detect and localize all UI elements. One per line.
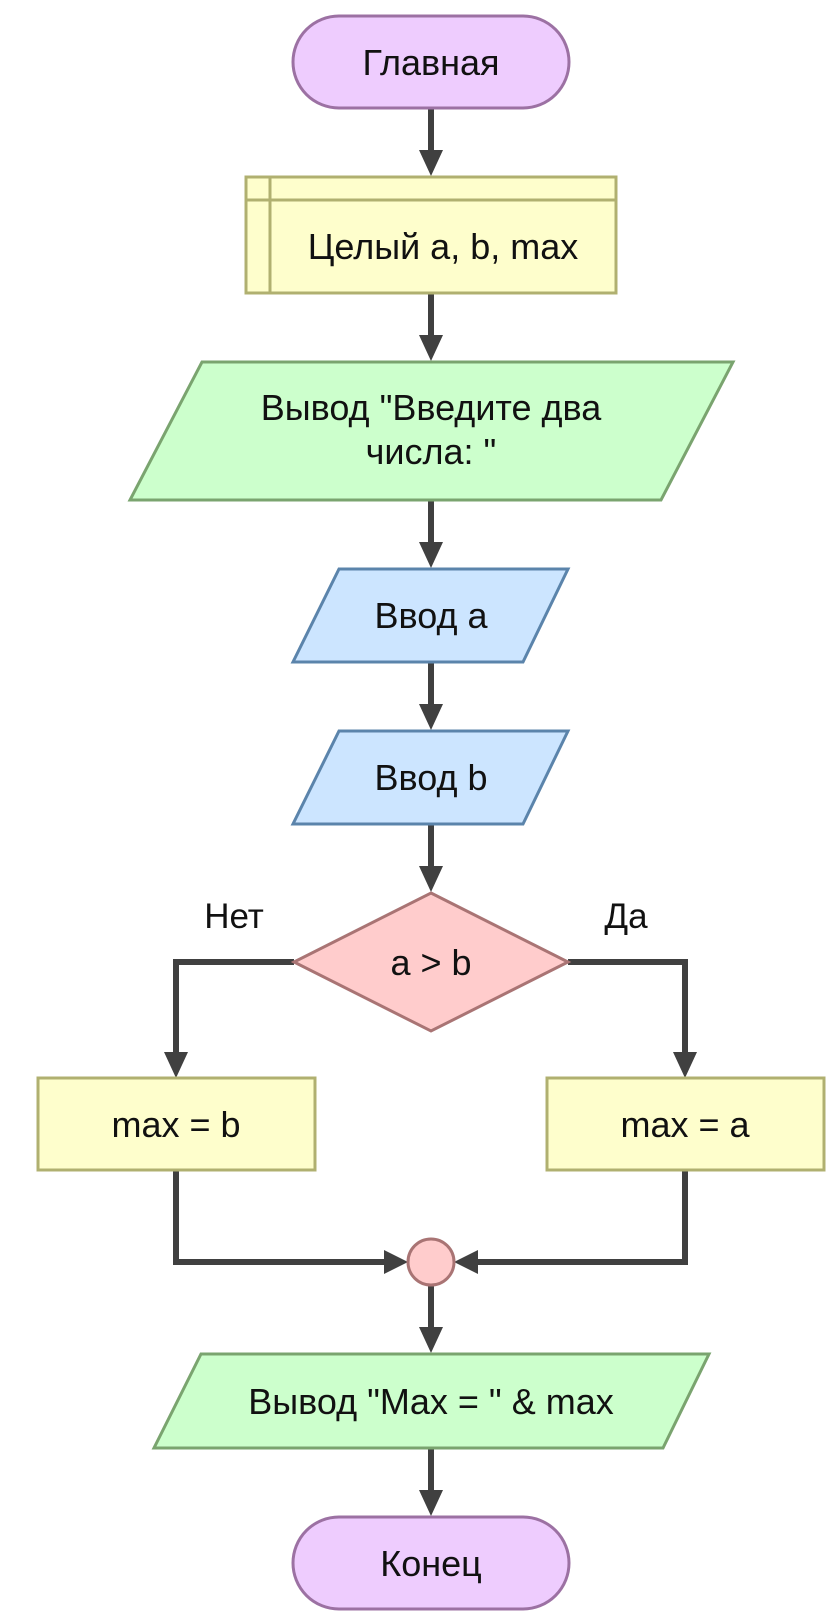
edge-label-yes: Да	[604, 897, 648, 936]
output-max-node[interactable]: Вывод "Max = " & max	[151, 1352, 712, 1450]
merge-connector-node[interactable]	[406, 1237, 456, 1287]
decision-node[interactable]: a > b	[290, 891, 572, 1033]
input-a-node[interactable]: Ввод a	[290, 567, 571, 664]
input-a-label: Ввод a	[375, 595, 489, 636]
assign-a-label: max = a	[620, 1104, 750, 1145]
input-a-shape	[290, 567, 571, 664]
assign-a-node[interactable]: max = a	[545, 1076, 826, 1172]
end-terminal-shape	[291, 1515, 571, 1611]
input-b-label: Ввод b	[375, 757, 488, 798]
output-max-shape	[151, 1352, 712, 1450]
arrows	[164, 108, 697, 1516]
declare-node[interactable]: Целый a, b, max	[244, 175, 618, 295]
output-max-label: Вывод "Max = " & max	[248, 1381, 613, 1422]
assign-a-shape	[545, 1076, 826, 1172]
arrow-declare-to-output	[419, 293, 443, 361]
assign-b-node[interactable]: max = b	[36, 1076, 317, 1172]
start-label: Главная	[362, 42, 499, 83]
arrow-input-a-to-input-b	[419, 662, 443, 730]
output-prompt-node[interactable]: Вывод "Введите два числа: "	[127, 360, 736, 502]
input-b-shape	[290, 729, 571, 826]
output-prompt-shape	[127, 360, 736, 502]
declare-shape	[244, 175, 618, 295]
merge-connector-shape	[406, 1237, 456, 1287]
decision-shape	[290, 891, 572, 1033]
arrow-start-to-declare	[419, 108, 443, 176]
declare-label: Целый a, b, max	[308, 226, 579, 267]
arrow-decision-yes-branch	[568, 959, 697, 1078]
end-label: Конец	[380, 1543, 482, 1584]
output-prompt-label-line2: числа: "	[366, 431, 497, 472]
start-terminal-shape	[291, 14, 571, 110]
assign-b-label: max = b	[111, 1104, 240, 1145]
arrow-connector-to-output-max	[419, 1285, 443, 1353]
decision-label: a > b	[390, 942, 471, 983]
arrow-output-to-input-a	[419, 500, 443, 568]
edge-label-no: Нет	[204, 897, 264, 936]
output-prompt-label-line1: Вывод "Введите два	[261, 387, 603, 428]
arrow-assign-a-to-connector	[454, 1170, 688, 1274]
arrow-decision-no-branch	[164, 959, 294, 1078]
arrow-output-max-to-end	[419, 1448, 443, 1516]
input-b-node[interactable]: Ввод b	[290, 729, 571, 826]
assign-b-shape	[36, 1076, 317, 1172]
end-node[interactable]: Конец	[291, 1515, 571, 1611]
arrow-assign-b-to-connector	[173, 1170, 408, 1274]
start-node[interactable]: Главная	[291, 14, 571, 110]
arrow-input-b-to-decision	[419, 824, 443, 892]
